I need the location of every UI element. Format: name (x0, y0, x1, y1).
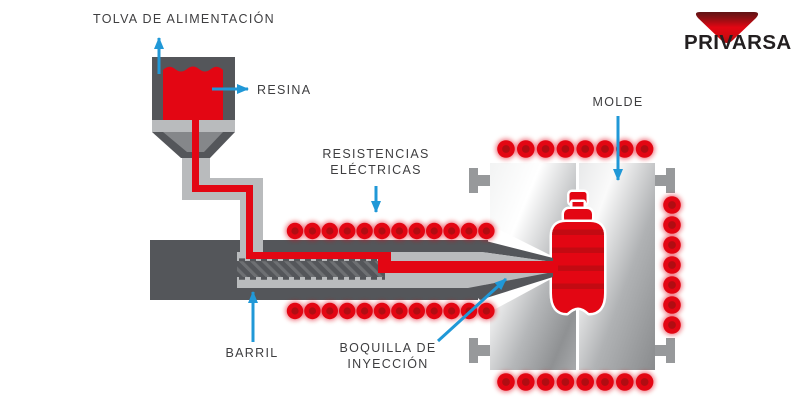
heater-coil (308, 227, 317, 235)
privarsa-logo-icon (695, 12, 759, 43)
heater-coil (430, 307, 438, 315)
label-heaters-line1: RESISTENCIAS (322, 147, 430, 161)
heater-coil (465, 227, 473, 235)
nozzle-notch-top (488, 224, 562, 261)
mold-pin-bottom-right (654, 338, 675, 363)
heater-coil (378, 227, 386, 235)
label-heaters: RESISTENCIAS ELÉCTRICAS (322, 147, 429, 178)
callout-arrows (154, 37, 623, 343)
heater-coil (668, 281, 676, 289)
heater-coil (601, 145, 609, 153)
heater-coil (668, 261, 676, 269)
heater-coil (521, 378, 530, 386)
heater-coil (620, 145, 629, 153)
label-nozzle: BOQUILLA DE INYECCIÓN (340, 341, 437, 372)
heater-coil (668, 241, 676, 249)
heater-coil (668, 301, 676, 309)
heater-coil (640, 378, 649, 386)
heater-coil (601, 378, 609, 386)
screw (237, 261, 385, 277)
heater-coil (482, 227, 491, 235)
heater-coil (291, 307, 299, 315)
heater-coil (360, 307, 369, 315)
heater-coil (326, 227, 334, 235)
heater-coil (620, 378, 629, 386)
heater-coil (395, 307, 404, 315)
mold-pin-top-left (469, 168, 491, 193)
label-heaters-line2: ELÉCTRICAS (330, 162, 422, 177)
heater-coil (668, 321, 676, 329)
heater-coil (413, 307, 421, 315)
heater-coil (502, 145, 510, 153)
molded-bottle (549, 189, 607, 316)
heater-coil (581, 145, 590, 153)
label-barrel: BARRIL (225, 346, 279, 360)
nozzle-arrow (436, 277, 508, 343)
hopper (152, 57, 235, 192)
heater-coil (378, 307, 386, 315)
heater-coil (482, 307, 491, 315)
heater-coil (502, 378, 510, 386)
mold-pin-top-right (654, 168, 675, 193)
drive-block (150, 240, 237, 300)
heater-coil (561, 378, 570, 386)
heater-coil (395, 227, 404, 235)
privarsa-logo-text: PRIVARSA (684, 31, 792, 54)
heater-coil (326, 307, 334, 315)
heater-coil (561, 145, 570, 153)
heater-coil (343, 307, 351, 315)
label-hopper: TOLVA DE ALIMENTACIÓN (93, 12, 275, 26)
bottle-ribs (552, 229, 604, 289)
heater-coil (447, 227, 456, 235)
melt-channel (378, 261, 558, 273)
label-nozzle-line1: BOQUILLA DE (339, 341, 437, 355)
label-nozzle-line2: INYECCIÓN (347, 356, 429, 371)
heater-coil (360, 227, 369, 235)
heater-coil (541, 378, 550, 386)
label-mold: MOLDE (592, 95, 644, 109)
mold-right-heater-column (661, 194, 683, 336)
label-resin: RESINA (257, 83, 312, 97)
heater-coil (447, 307, 456, 315)
heater-coil (668, 201, 676, 209)
heater-coil (640, 145, 649, 153)
mold-top-heater-row (495, 138, 655, 160)
heater-coil (430, 227, 438, 235)
heater-coil (308, 307, 317, 315)
barrel-top-heater-row (285, 221, 497, 241)
resin-flow-pipe (192, 118, 558, 273)
mold-bottom-heater-row (495, 371, 655, 393)
barrel-assembly (150, 57, 558, 300)
heater-coil (521, 145, 530, 153)
heater-coil (413, 227, 421, 235)
heater-coil (581, 378, 590, 386)
mold-pin-bottom-left (469, 338, 491, 363)
heater-coil (291, 227, 299, 235)
heater-coil (343, 227, 351, 235)
heater-coil (541, 145, 550, 153)
hopper-resin (163, 66, 223, 120)
heater-coil (668, 221, 676, 229)
barrel-bottom-heater-row (285, 301, 497, 321)
heater-bands (285, 138, 683, 393)
